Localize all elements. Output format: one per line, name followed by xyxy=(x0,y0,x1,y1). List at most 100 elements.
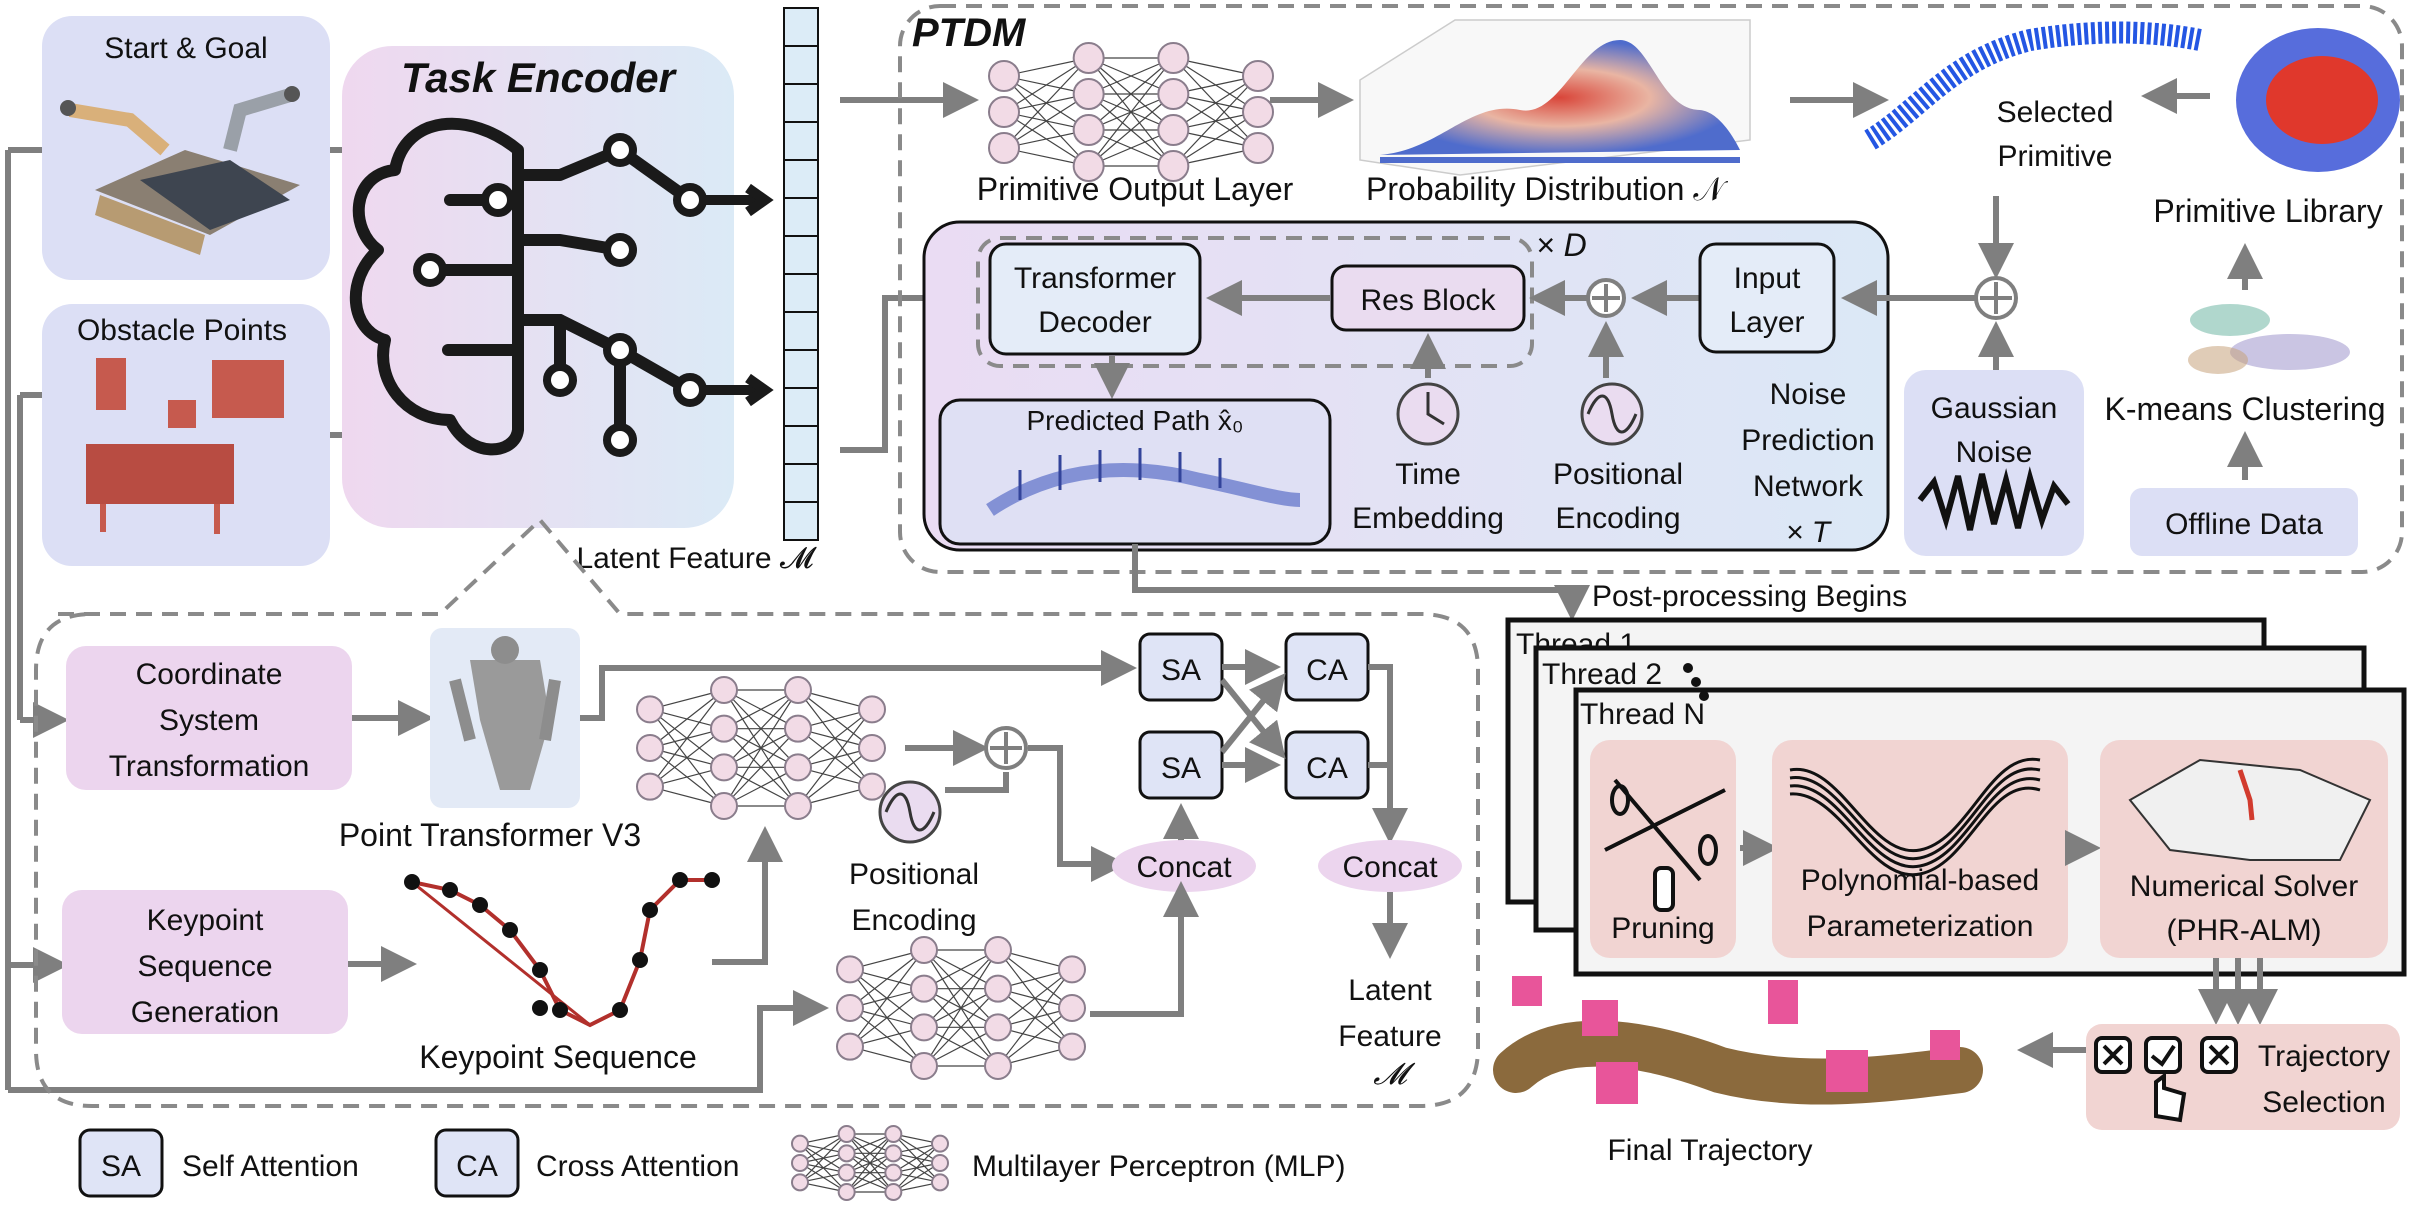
time-embedding-line2: Embedding xyxy=(1352,502,1504,535)
mlp-edge xyxy=(797,708,873,768)
solver-to-selection-arrows xyxy=(2198,958,2278,1025)
mlp-edge xyxy=(797,747,873,807)
mlp-node xyxy=(884,1183,903,1201)
left-feed-lines xyxy=(5,132,829,1093)
mlp-node xyxy=(884,1125,903,1143)
path-to-postprocessing-arrow xyxy=(1132,544,1590,621)
solver-box: Numerical Solver (PHR-ALM) xyxy=(2100,740,2388,958)
mlp-edge xyxy=(799,1133,847,1164)
kmeans-scatter-image xyxy=(2188,304,2350,374)
ptdm-posenc-line1: Positional xyxy=(1553,458,1683,491)
latent-cell xyxy=(783,45,819,85)
posenc-to-sum-line xyxy=(945,772,1009,793)
encoder-posenc-line1: Positional xyxy=(849,858,979,891)
legend-ca: CA Cross Attention xyxy=(434,1128,739,1198)
latent-cell xyxy=(783,121,819,161)
ca-bottom-label: CA xyxy=(1306,752,1348,785)
mlp-edge xyxy=(997,968,1073,1028)
mlp-edge xyxy=(797,708,873,807)
final-trajectory-label: Final Trajectory xyxy=(1607,1134,1812,1167)
encoder-sum-circle xyxy=(984,726,1028,770)
mlp-node xyxy=(931,1173,949,1192)
mlp-edge xyxy=(849,988,925,1048)
noise-prediction-line3: Network xyxy=(1753,470,1864,503)
sum-to-concat-arrow xyxy=(1028,745,1127,882)
concat-ellipse-left: Concat xyxy=(1112,840,1256,892)
latent-cell xyxy=(783,387,819,427)
keypoint-gen-line1: Keypoint xyxy=(147,904,264,937)
legend-sa-box-label: SA xyxy=(101,1150,141,1183)
mlp-node xyxy=(988,132,1020,164)
mlp-node xyxy=(784,714,812,743)
input-layer-box[interactable]: Input Layer xyxy=(1698,242,1836,354)
selection-check-icons xyxy=(2094,1036,2238,1123)
mlp-node xyxy=(858,772,886,801)
mlp-node xyxy=(910,1052,938,1080)
final-trajectory-image xyxy=(1493,976,1983,1105)
mlp-node xyxy=(784,676,812,704)
mlp-node xyxy=(910,936,938,964)
latent-feature-vector: Latent Feature 𝓜 xyxy=(576,7,819,575)
transformer-decoder-box[interactable]: Transformer Decoder xyxy=(988,242,1202,356)
offline-data-label: Offline Data xyxy=(2165,508,2323,541)
res-block-box[interactable]: Res Block xyxy=(1330,264,1526,332)
concat-right-label: Concat xyxy=(1342,851,1438,884)
latent-line1: Latent xyxy=(1348,974,1432,1007)
mlp-node xyxy=(1157,114,1190,146)
mlp-node xyxy=(1058,994,1086,1022)
mlp-node xyxy=(836,1032,864,1061)
mlp-node xyxy=(984,1052,1012,1080)
probability-distribution-plot xyxy=(1359,19,1751,176)
start-goal-label: Start & Goal xyxy=(104,32,267,65)
legend-mlp-text: Multilayer Perceptron (MLP) xyxy=(972,1150,1345,1183)
latent-cell xyxy=(783,273,819,313)
seq-to-mlp-arrow xyxy=(712,826,783,965)
mlp-edge xyxy=(1173,75,1259,131)
solver-line1: Numerical Solver xyxy=(2130,870,2358,903)
mlp-edge xyxy=(893,1143,941,1174)
latent-cell xyxy=(783,349,819,389)
mlp-edge xyxy=(1088,57,1174,167)
mlp-edge xyxy=(1173,111,1259,167)
mlp-node xyxy=(837,1163,856,1182)
clock-icon xyxy=(1396,382,1460,446)
mlp-node xyxy=(1072,114,1105,146)
noise-wave-icon xyxy=(1917,466,2071,531)
keypoint-gen-line2: Sequence xyxy=(137,950,272,983)
mlp-node xyxy=(1242,132,1274,164)
keypoint-sequence-label: Keypoint Sequence xyxy=(419,1039,697,1075)
mlp-edge xyxy=(923,949,999,1067)
sine-wave-icon xyxy=(1580,382,1644,446)
legend-ca-text: Cross Attention xyxy=(536,1150,739,1183)
gaussian-noise-box: Gaussian Noise xyxy=(1904,370,2084,556)
mlp-node xyxy=(837,1183,856,1201)
mlp-edge xyxy=(893,1162,941,1193)
latent-cell xyxy=(783,311,819,351)
mlp-node xyxy=(988,60,1020,92)
mlp-node xyxy=(636,695,664,724)
selected-primitive-line1: Selected xyxy=(1997,96,2114,129)
latent-cell xyxy=(783,463,819,503)
mlp-node xyxy=(910,1013,938,1042)
ca-box-bottom: CA xyxy=(1284,730,1370,800)
latent-cell xyxy=(783,235,819,275)
mlp-node xyxy=(836,994,864,1022)
mlp-node xyxy=(884,1163,903,1182)
mlp-edge xyxy=(649,689,725,749)
latent-cell xyxy=(783,83,819,123)
legend-sa: SA Self Attention xyxy=(78,1128,359,1198)
input-layer-line2: Layer xyxy=(1729,306,1804,339)
latent-cell xyxy=(783,501,819,541)
mlp-node xyxy=(1072,150,1105,182)
coord-transform-line3: Transformation xyxy=(109,750,310,783)
mlp-edge xyxy=(923,949,999,1028)
kmeans-label: K-means Clustering xyxy=(2105,391,2386,427)
mlp-node xyxy=(1242,96,1274,128)
legend-mlp-icon xyxy=(791,1125,949,1201)
poly-box: Polynomial-based Parameterization xyxy=(1772,740,2068,958)
mlp-edge xyxy=(723,689,799,768)
mlp-node xyxy=(710,792,738,820)
ptdm-posenc-line2: Encoding xyxy=(1555,502,1680,535)
time-embedding-line1: Time xyxy=(1395,458,1461,491)
